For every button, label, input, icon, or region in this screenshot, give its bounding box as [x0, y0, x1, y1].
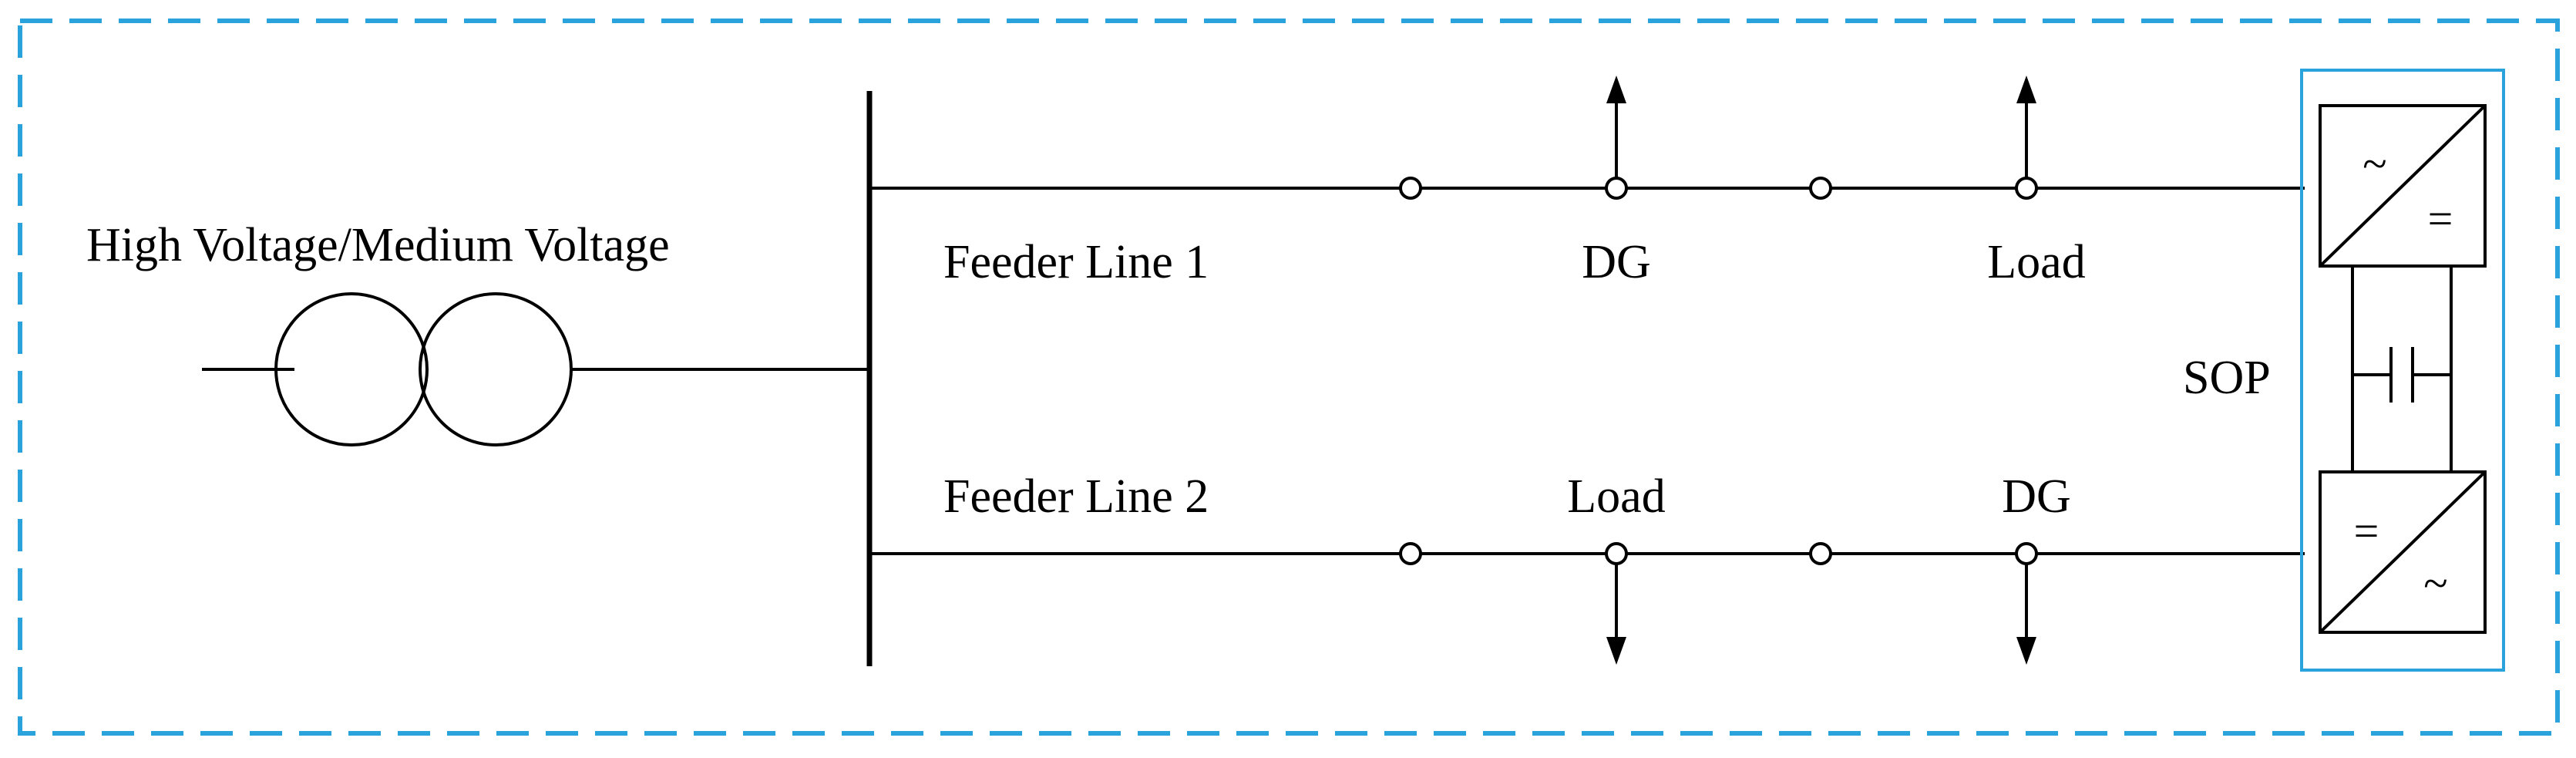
converter-icon	[2319, 104, 2487, 268]
down-arrow-icon	[1606, 564, 1626, 665]
feeder-line-1-label: Feeder Line 1	[943, 236, 1209, 288]
sop-label: SOP	[2183, 352, 2271, 404]
feeder-1-dg-label: DG	[1582, 236, 1651, 288]
feeder-1-load-label: Load	[1987, 236, 2085, 288]
system-boundary	[18, 19, 2560, 736]
transformer-icon	[202, 292, 867, 446]
down-arrow-icon	[2016, 564, 2036, 665]
sop-box	[2300, 69, 2505, 672]
feeder-2-dg-label: DG	[2002, 470, 2071, 523]
converter-bottom-dc-symbol: =	[2354, 506, 2379, 556]
device-node	[2015, 542, 2038, 565]
feeder-line-1	[869, 76, 2305, 200]
switch-node	[1399, 542, 1422, 565]
device-node	[2015, 177, 2038, 200]
transformer-label: High Voltage/Medium Voltage	[86, 219, 670, 271]
dc-link	[2351, 266, 2453, 472]
converter-top-ac-symbol: ~	[2362, 139, 2386, 189]
converter-bottom-ac-symbol: ~	[2423, 558, 2447, 608]
device-node	[1605, 542, 1628, 565]
switch-node	[1809, 177, 1832, 200]
up-arrow-icon	[1606, 76, 1626, 178]
up-arrow-icon	[2016, 76, 2036, 178]
feeder-2-load-label: Load	[1567, 470, 1665, 523]
converter-top-dc-symbol: =	[2428, 194, 2453, 244]
capacitor-icon	[2352, 347, 2451, 403]
device-node	[1605, 177, 1628, 200]
switch-node	[1399, 177, 1422, 200]
feeder-line-2	[869, 542, 2305, 665]
feeder-line-2-label: Feeder Line 2	[943, 470, 1209, 523]
converter-icon	[2319, 470, 2487, 634]
switch-node	[1809, 542, 1832, 565]
